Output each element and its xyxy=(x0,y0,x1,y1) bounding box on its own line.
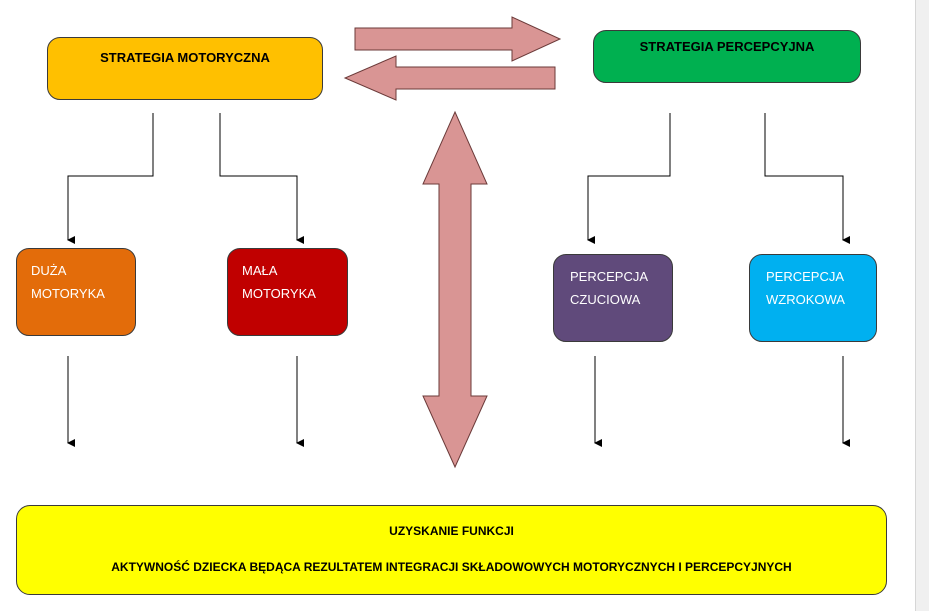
block-arrow-right xyxy=(354,16,562,62)
motor-strategy-box: STRATEGIA MOTORYCZNA xyxy=(47,37,323,100)
tactile-perception-label-line2: CZUCIOWA xyxy=(570,292,641,307)
gross-motor-label-line2: MOTORYKA xyxy=(31,286,105,301)
block-arrow-left xyxy=(343,55,556,101)
motor-strategy-label: STRATEGIA MOTORYCZNA xyxy=(100,50,270,65)
perceptual-strategy-box: STRATEGIA PERCEPCYJNA xyxy=(593,30,861,83)
tactile-perception-label-line1: PERCEPCJA xyxy=(570,269,649,284)
tactile-perception-box: PERCEPCJA CZUCIOWA xyxy=(553,254,673,342)
perceptual-strategy-label: STRATEGIA PERCEPCYJNA xyxy=(639,39,815,54)
connector-percept-to-tactile xyxy=(587,113,671,244)
right-margin-gutter xyxy=(915,0,929,611)
connector-motor-to-fine xyxy=(219,113,304,244)
function-title: UZYSKANIE FUNKCJI xyxy=(389,524,514,538)
visual-perception-label-line2: WZROKOWA xyxy=(766,292,845,307)
visual-perception-label-line1: PERCEPCJA xyxy=(766,269,845,284)
fine-motor-label-line2: MOTORYKA xyxy=(242,286,316,301)
fine-motor-label-line1: MAŁA xyxy=(242,263,278,278)
gross-motor-box: DUŻA MOTORYKA xyxy=(16,248,136,336)
block-arrow-vertical xyxy=(422,110,488,469)
connector-motor-to-gross xyxy=(67,113,154,244)
function-box: UZYSKANIE FUNKCJI AKTYWNOŚĆ DZIECKA BĘDĄ… xyxy=(16,505,887,595)
function-description: AKTYWNOŚĆ DZIECKA BĘDĄCA REZULTATEM INTE… xyxy=(111,560,792,574)
fine-motor-box: MAŁA MOTORYKA xyxy=(227,248,348,336)
visual-perception-box: PERCEPCJA WZROKOWA xyxy=(749,254,877,342)
connector-percept-to-visual xyxy=(764,113,850,244)
gross-motor-label-line1: DUŻA xyxy=(31,263,67,278)
